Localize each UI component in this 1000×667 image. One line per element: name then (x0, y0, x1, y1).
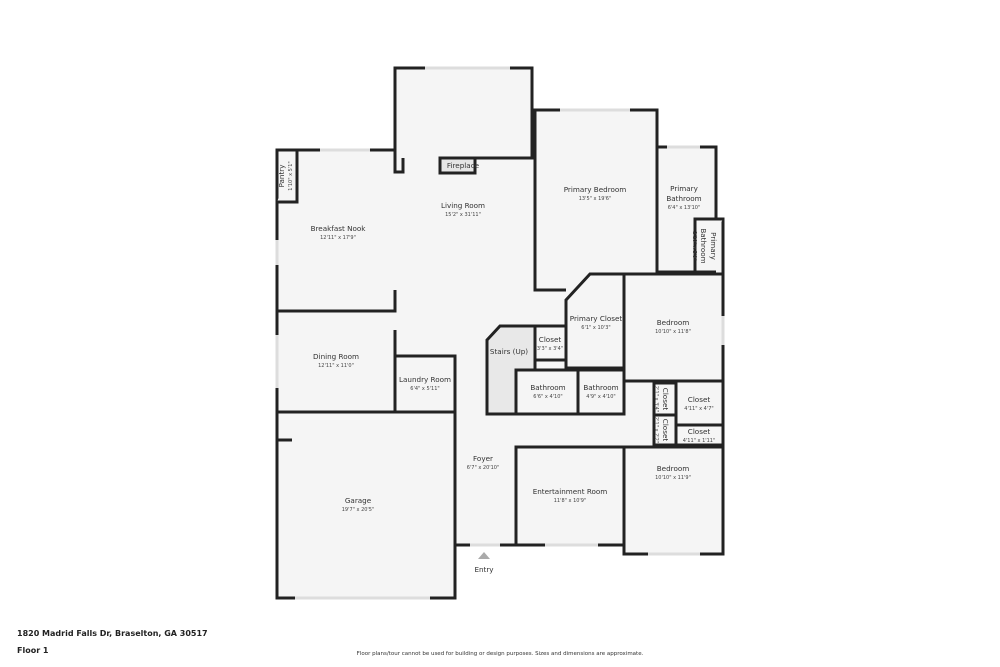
bedroom (622, 445, 725, 556)
room-dimensions: 2'1" x 2'2" (653, 417, 659, 443)
fireplace (438, 156, 477, 175)
room-label: Foyer 6'7" x 20'10" (467, 454, 500, 471)
room-name: Bathroom (666, 194, 701, 203)
wall (393, 68, 405, 174)
room-name: Laundry Room (399, 375, 451, 384)
room-label: Stairs (Up) (490, 347, 528, 356)
room-name: Garage (345, 496, 372, 505)
entry-arrow-icon (478, 552, 490, 559)
room-name: Bedroom (657, 318, 690, 327)
wall (693, 217, 723, 272)
room-name: Entertainment Room (533, 487, 608, 496)
room-label: Living Room 15'2" x 31'11" (441, 201, 485, 218)
room-name: Closet (539, 335, 562, 344)
room-dimensions: 6'6" x 4'10" (533, 394, 562, 400)
room-name: Pantry (277, 164, 286, 188)
bathroom (576, 368, 626, 416)
room-label: Bathroom 4'9" x 4'10" (583, 383, 618, 400)
fireplace-label: Fireplace (447, 161, 480, 170)
floor-label: Floor 1 (17, 646, 49, 655)
room-dimensions: 15'2" x 31'11" (445, 212, 481, 218)
bathroom (514, 368, 580, 416)
room-label: Bedroom 10'10" x 11'8" (655, 318, 691, 335)
room-dimensions: 10'10" x 11'8" (655, 329, 691, 335)
room-dimensions: 4'11" x 4'7" (684, 406, 713, 412)
room-label: Closet 4'11" x 1'11" (683, 427, 716, 444)
room-name: Bathroom (699, 228, 708, 263)
room-name: Bathroom (530, 383, 565, 392)
room-dimensions: 2'10" x 5'9" (691, 231, 697, 260)
room-dimensions: 4'11" x 1'11" (683, 438, 716, 444)
room-label: Primary Closet 6'1" x 10'3" (570, 314, 623, 331)
room-dimensions: 1'10" x 5'1" (288, 161, 294, 190)
room-dimensions: 10'10" x 11'9" (655, 475, 691, 481)
room-dimensions: 12'11" x 17'9" (320, 235, 356, 241)
room-label: Laundry Room 6'4" x 5'11" (399, 375, 451, 392)
entry-label: Entry (474, 565, 494, 574)
room-name: Bedroom (657, 464, 690, 473)
room-dimensions: 6'1" x 10'3" (581, 325, 610, 331)
room-label: Garage 19'7" x 20'5" (342, 496, 375, 513)
room-label: Bedroom 10'10" x 11'9" (655, 464, 691, 481)
wall (533, 110, 566, 292)
bedroom (622, 272, 725, 383)
wall (277, 290, 397, 313)
room-name: Primary Bedroom (564, 185, 627, 194)
walls (275, 66, 725, 600)
wall (475, 110, 534, 160)
wall (277, 150, 299, 204)
room-dimensions: 11'8" x 10'9" (554, 498, 587, 504)
room-name: Primary (709, 232, 718, 261)
room-dimensions: 6'4" x 5'11" (410, 386, 439, 392)
room-name: Primary (670, 184, 699, 193)
room-dimensions: 13'5" x 19'6" (579, 196, 612, 202)
room-name: Breakfast Nook (311, 224, 367, 233)
room-label: Dining Room 12'11" x 11'0" (313, 352, 359, 369)
room-dimensions: 4'9" x 4'10" (586, 394, 615, 400)
room-name: Foyer (473, 454, 493, 463)
room-name: Bathroom (583, 383, 618, 392)
room-label: Primary Bedroom 13'5" x 19'6" (564, 185, 627, 202)
room-label: Closet 3'3" x 3'4" (537, 335, 563, 352)
closet (674, 423, 725, 447)
room-name: Primary Closet (570, 314, 623, 323)
room-label: Bathroom 6'6" x 4'10" (530, 383, 565, 400)
room-name: Closet (661, 419, 670, 442)
room-name: Closet (661, 388, 670, 411)
laundry-room (393, 354, 457, 414)
closet (533, 324, 568, 362)
room-dimensions: 6'7" x 20'10" (467, 465, 500, 471)
room-name: Closet (688, 395, 711, 404)
room-name: Living Room (441, 201, 485, 210)
entertainment-room (514, 445, 626, 547)
disclaimer: Floor plans/tour cannot be used for buil… (356, 651, 644, 657)
room-name: Closet (688, 427, 711, 436)
room-name: Dining Room (313, 352, 359, 361)
windows (275, 66, 725, 600)
room-label: Entertainment Room 11'8" x 10'9" (533, 487, 608, 504)
room-label: Breakfast Nook 12'11" x 17'9" (311, 224, 367, 241)
room-dimensions: 3'3" x 3'4" (537, 346, 563, 352)
room-dimensions: 12'11" x 11'0" (318, 363, 354, 369)
room-name: Stairs (Up) (490, 347, 528, 356)
room-dimensions: 2'1" x 3'4" (653, 386, 659, 412)
room-dimensions: 6'4" x 13'10" (668, 205, 701, 211)
room-dimensions: 19'7" x 20'5" (342, 507, 375, 513)
address: 1820 Madrid Falls Dr, Braselton, GA 3051… (17, 629, 208, 638)
room-label: Closet 4'11" x 4'7" (684, 395, 713, 412)
